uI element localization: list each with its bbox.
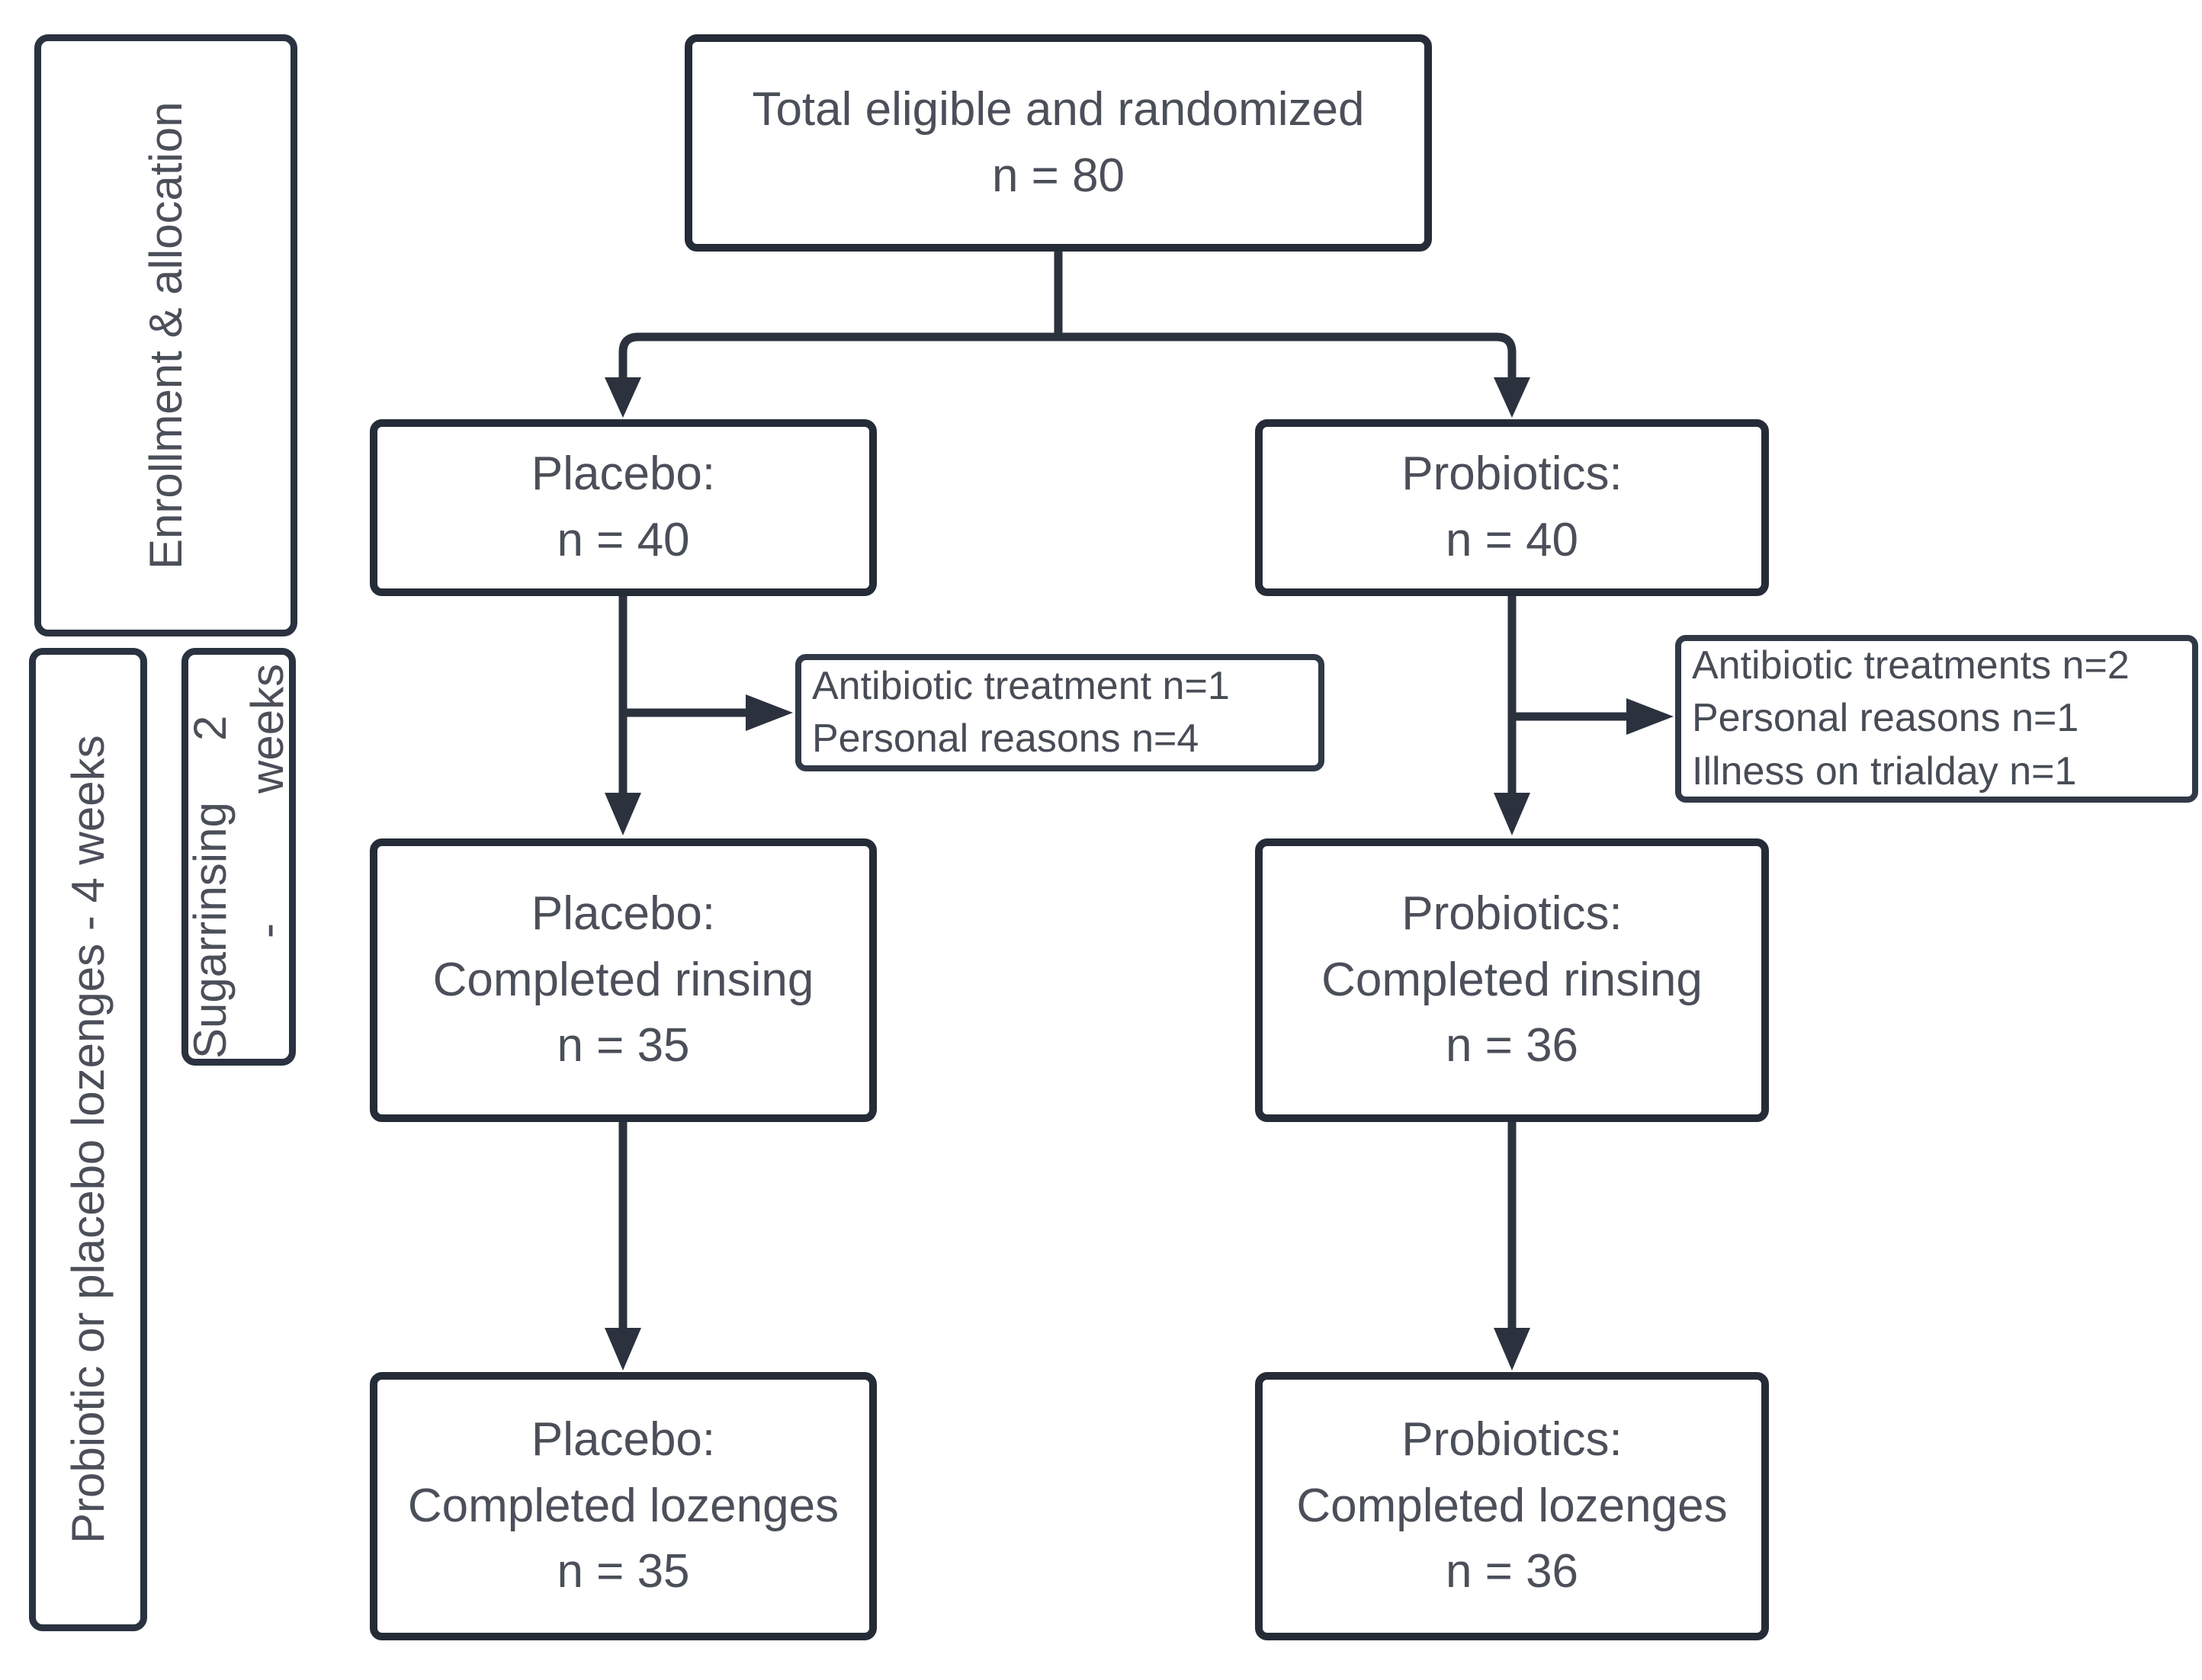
arrow-right-probiotics-exclusion [1626,698,1674,735]
arrow-right-placebo-exclusion [746,694,793,731]
placebo-completed-rinsing-box: Placebo: Completed rinsing n = 35 [370,838,877,1122]
arrow-down-placebo-alloc [605,377,641,418]
arrow-down-probiotics-loz [1494,1328,1530,1371]
stage-label-lozenges-text: Probiotic or placebo lozenges - 4 weeks [63,735,114,1544]
connector-split-left [618,332,1058,380]
arrow-down-probiotics-rinse [1494,793,1530,835]
placebo-lozenges-count: n = 35 [557,1545,690,1598]
placebo-completed-lozenges-box: Placebo: Completed lozenges n = 35 [370,1372,877,1640]
probiotics-rinsing-label: Probiotics: [1401,886,1623,940]
probiotics-exclusion-line3: Illness on trialday n=1 [1692,749,2077,794]
probiotics-allocation-count: n = 40 [1445,514,1579,566]
probiotics-completed-lozenges-box: Probiotics: Completed lozenges n = 36 [1255,1372,1769,1640]
arrow-down-probiotics-alloc [1494,377,1530,418]
placebo-rinsing-count: n = 35 [557,1019,690,1072]
total-randomized-box: Total eligible and randomized n = 80 [685,34,1432,252]
placebo-allocation-box: Placebo: n = 40 [370,419,877,596]
placebo-lozenges-label: Placebo: [531,1412,716,1466]
placebo-rinsing-desc: Completed rinsing [432,953,814,1006]
stage-label-sugarrinsing-line1: Sugarrinsing - [185,802,293,1059]
probiotics-lozenges-label: Probiotics: [1401,1412,1623,1466]
probiotics-exclusions-box: Antibiotic treatments n=2 Personal reaso… [1675,635,2198,803]
placebo-allocation-label: Placebo: [531,447,716,501]
probiotics-lozenges-desc: Completed lozenges [1296,1479,1728,1532]
probiotics-allocation-box: Probiotics: n = 40 [1255,419,1769,596]
stage-label-enrollment-text: Enrollment & allocation [140,101,191,569]
stage-label-lozenges: Probiotic or placebo lozenges - 4 weeks [29,648,147,1631]
probiotics-completed-rinsing-box: Probiotics: Completed rinsing n = 36 [1255,838,1769,1122]
placebo-rinsing-label: Placebo: [531,886,716,940]
total-randomized-count: n = 80 [991,149,1125,202]
placebo-exclusion-line1: Antibiotic treatment n=1 [812,663,1230,708]
total-randomized-line1: Total eligible and randomized [752,82,1365,136]
probiotics-exclusion-line1: Antibiotic treatments n=2 [1692,643,2130,688]
arrow-down-placebo-loz [605,1328,641,1371]
arrow-down-placebo-rinse [605,793,641,835]
stage-label-sugarrinsing: Sugarrinsing - 2 weeks [181,648,296,1066]
connector-split-right [1058,332,1517,380]
probiotics-rinsing-count: n = 36 [1445,1019,1579,1072]
probiotics-exclusion-line2: Personal reasons n=1 [1692,696,2079,741]
placebo-lozenges-desc: Completed lozenges [407,1479,839,1532]
placebo-exclusions-box: Antibiotic treatment n=1 Personal reason… [795,654,1324,771]
stage-label-sugarrinsing-line2: 2 weeks [185,663,293,794]
stage-label-enrollment: Enrollment & allocation [34,34,297,636]
placebo-allocation-count: n = 40 [557,514,690,566]
probiotics-lozenges-count: n = 36 [1445,1545,1579,1598]
placebo-exclusion-line2: Personal reasons n=4 [812,717,1199,761]
probiotics-rinsing-desc: Completed rinsing [1321,953,1703,1006]
probiotics-allocation-label: Probiotics: [1401,447,1623,501]
